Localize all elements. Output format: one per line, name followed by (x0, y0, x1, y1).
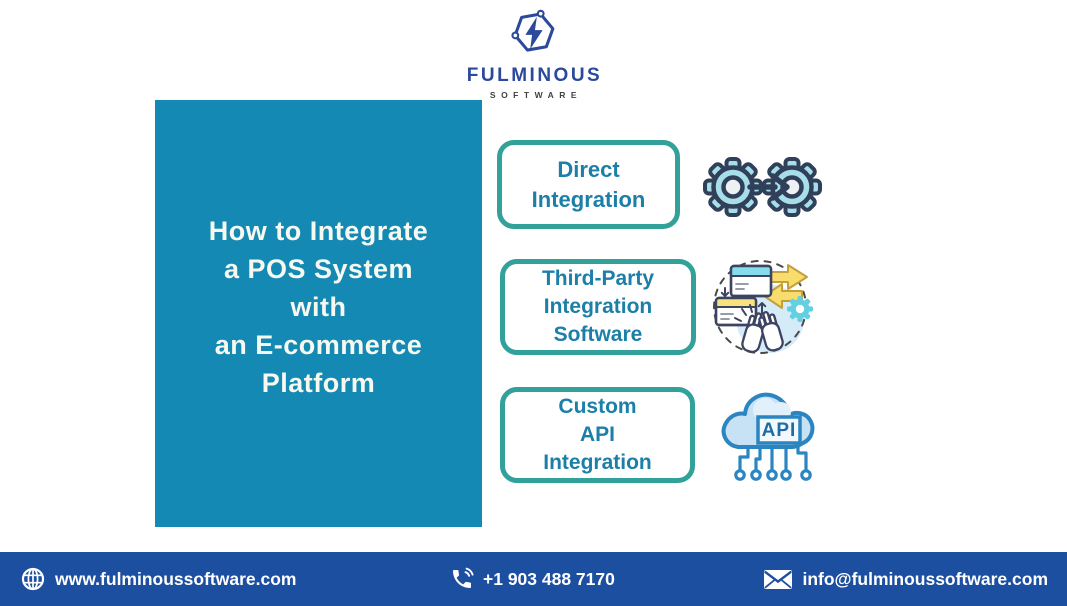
phone-link[interactable]: +1 903 488 7170 (450, 552, 615, 606)
option-label-line: Integration (531, 186, 646, 212)
option-box-direct-integration: Direct Integration (497, 140, 680, 229)
title-line: How to Integrate (208, 216, 429, 246)
phone-text: +1 903 488 7170 (483, 568, 615, 589)
option-label-line: Direct (557, 156, 620, 182)
globe-icon (20, 566, 46, 592)
option-box-custom-api-integration: Custom API Integration (500, 387, 695, 483)
option-label-line: Integration (543, 451, 652, 474)
page-title: How to Integrate a POS System with an E-… (209, 212, 429, 402)
title-line: Platform (261, 368, 376, 398)
gears-arrow-icon (703, 149, 823, 230)
phone-icon (450, 567, 474, 591)
title-panel: How to Integrate a POS System with an E-… (155, 100, 482, 527)
brand-name: FULMINOUS (466, 65, 603, 86)
option-label-line: API (579, 423, 615, 446)
option-box-third-party-integration: Third-Party Integration Software (500, 259, 696, 355)
option-label-line: Software (553, 323, 643, 346)
title-line: a POS System (223, 254, 414, 284)
contact-footer: www.fulminoussoftware.com +1 903 488 717… (0, 552, 1067, 606)
website-text: www.fulminoussoftware.com (55, 568, 297, 589)
api-label: API (762, 420, 797, 441)
email-text: info@fulminoussoftware.com (802, 568, 1048, 589)
title-line: an E-commerce (214, 330, 423, 360)
brand-subtitle: SOFTWARE (489, 90, 583, 100)
option-label-line: Third-Party (541, 267, 654, 290)
cloud-api-icon: API (718, 379, 820, 494)
option-label-line: Custom (558, 395, 637, 418)
email-link[interactable]: info@fulminoussoftware.com (763, 552, 1048, 606)
third-party-exchange-icon (710, 255, 814, 362)
website-link[interactable]: www.fulminoussoftware.com (20, 552, 296, 606)
option-label-line: Integration (543, 295, 653, 318)
title-line: with (290, 292, 347, 322)
brand-logo: FULMINOUS SOFTWARE (0, 8, 1067, 100)
email-icon (763, 569, 793, 590)
hexagon-bolt-icon (510, 8, 557, 63)
